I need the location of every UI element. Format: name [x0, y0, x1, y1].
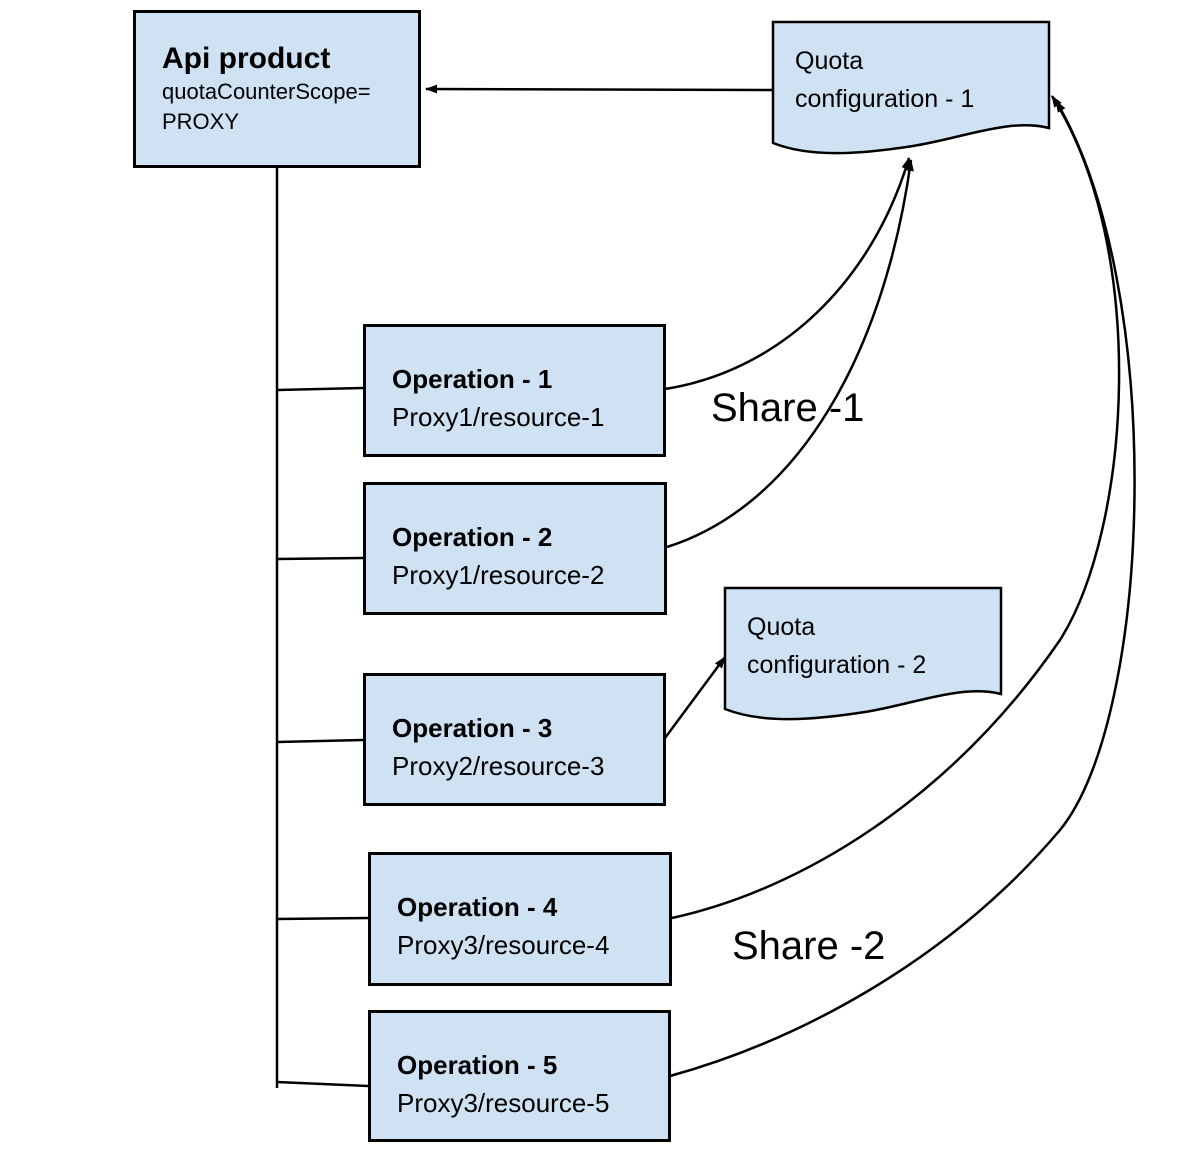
branch-operation-2 — [276, 556, 364, 561]
api-product-title: Api product — [162, 42, 331, 75]
connector-quota1-to-api-product — [425, 84, 774, 94]
quota-config-2-label: Quota configuration - 2 — [747, 608, 926, 684]
operation-2-node: Operation - 2 Proxy1/resource-2 — [363, 482, 667, 615]
connector-operation-5-to-quota1 — [669, 100, 1136, 1078]
operation-4-title: Operation - 4 — [397, 892, 558, 922]
share-1-label: Share -1 — [711, 386, 865, 430]
connector-operation-1-to-quota1 — [664, 157, 911, 391]
operation-3-node: Operation - 3 Proxy2/resource-3 — [363, 673, 666, 806]
operation-3-title: Operation - 3 — [392, 713, 553, 743]
api-product-attribute-line1: quotaCounterScope= — [162, 79, 371, 104]
branch-operation-5 — [276, 1080, 369, 1088]
operation-5-node: Operation - 5 Proxy3/resource-5 — [368, 1010, 671, 1142]
connector-operation-4-to-quota1 — [671, 95, 1121, 920]
operation-3-resource: Proxy2/resource-3 — [392, 751, 605, 781]
operation-5-title: Operation - 5 — [397, 1050, 558, 1080]
share-2-label: Share -2 — [732, 924, 886, 968]
operation-1-node: Operation - 1 Proxy1/resource-1 — [363, 324, 666, 457]
branch-operation-4 — [276, 916, 369, 921]
branch-operation-1 — [276, 386, 364, 392]
quota-config-2-node — [723, 586, 1003, 721]
operation-2-resource: Proxy1/resource-2 — [392, 560, 605, 590]
quota-config-1-node — [771, 20, 1051, 155]
connector-operation-2-to-quota1 — [666, 159, 914, 549]
branch-operation-3 — [276, 738, 364, 744]
operation-1-resource: Proxy1/resource-1 — [392, 402, 605, 432]
operation-5-resource: Proxy3/resource-5 — [397, 1088, 610, 1118]
quota-config-1-label: Quota configuration - 1 — [795, 42, 974, 118]
api-product-attribute-line2: PROXY — [162, 109, 240, 134]
quota-config-1-line2: configuration - 1 — [795, 85, 975, 113]
api-product-node: Api product quotaCounterScope= PROXY — [133, 10, 421, 168]
operation-2-title: Operation - 2 — [392, 522, 553, 552]
quota-config-1-line1: Quota — [795, 47, 864, 75]
operation-4-node: Operation - 4 Proxy3/resource-4 — [368, 852, 672, 986]
connector-operation-3-to-quota2 — [663, 656, 727, 739]
operation-4-resource: Proxy3/resource-4 — [397, 930, 610, 960]
quota-config-2-line1: Quota — [747, 613, 816, 641]
quota-config-2-line2: configuration - 2 — [747, 651, 927, 679]
operation-1-title: Operation - 1 — [392, 364, 553, 394]
